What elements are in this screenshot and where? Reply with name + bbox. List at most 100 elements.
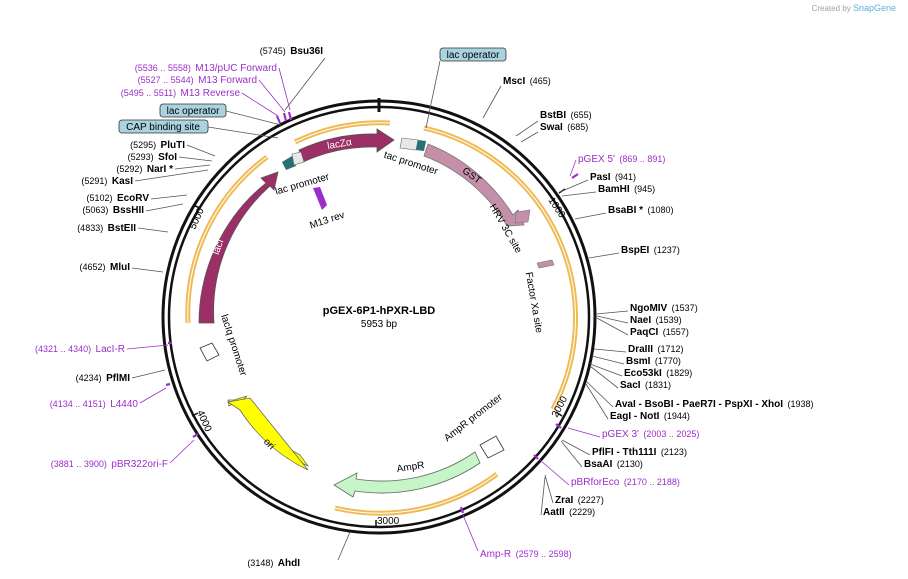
leader-nari (174, 164, 211, 170)
primer-pgex-3[interactable]: pGEX 3' (2003 .. 2025) (602, 424, 699, 441)
site-name: BsaBI * (608, 205, 643, 216)
laci-label: lacI (211, 238, 227, 256)
site-name: NgoMIV (630, 303, 668, 314)
site-position: (5536 .. 5558) (135, 63, 191, 73)
lac-operator-box-left[interactable]: lac operator (159, 103, 227, 118)
site-name: AatII (543, 507, 565, 518)
site-position: (1829) (666, 368, 692, 378)
leader-sfoi (178, 156, 213, 162)
site-position: (3148) (247, 558, 273, 568)
leader-bamhi (561, 191, 597, 197)
ampr-feature[interactable] (333, 451, 481, 498)
primer-pgex-5[interactable]: pGEX 5' (869 .. 891) (578, 149, 665, 166)
primer-m13-puc-forward[interactable]: (5536 .. 5558) M13/pUC Forward (135, 58, 277, 75)
site-bsu36i[interactable]: (5745) Bsu36I (260, 41, 323, 58)
leader-amp-r (462, 514, 479, 552)
site-bstbi[interactable]: BstBI (655) (540, 105, 592, 122)
site-name: M13 Forward (198, 75, 257, 86)
primer-pbrforeco[interactable]: pBRforEco (2170 .. 2188) (571, 472, 680, 489)
laci-feature[interactable] (198, 171, 279, 324)
site-bspei[interactable]: BspEI (1237) (621, 240, 680, 257)
lacz-feature[interactable] (298, 128, 395, 163)
site-name: EagI - NotI (610, 411, 660, 422)
site-paqci[interactable]: PaqCI (1557) (630, 322, 689, 339)
leader-l4440 (139, 387, 167, 404)
site-draiii[interactable]: DraIII (1712) (628, 339, 683, 356)
site-ahdi[interactable]: (3148) AhdI (247, 553, 300, 570)
leader-draiii (593, 348, 627, 353)
site-eco53ki[interactable]: Eco53kI (1829) (624, 363, 692, 380)
site-position: (5527 .. 5544) (138, 75, 194, 85)
site-sfoi[interactable]: (5293) SfoI (128, 147, 178, 164)
site-aatii[interactable]: AatII (2229) (543, 502, 595, 519)
site-ngomiv[interactable]: NgoMIV (1537) (630, 298, 698, 315)
site-pflfi-tth111i[interactable]: PflFI - Tth111I (2123) (592, 442, 687, 459)
primer-amp-r[interactable]: Amp-R (2579 .. 2598) (480, 544, 572, 561)
leader-zrai (544, 474, 554, 504)
cap-binding-site-label: CAP binding site (126, 122, 200, 133)
site-name: SacI (620, 380, 641, 391)
site-position: (2579 .. 2598) (516, 549, 572, 559)
site-saci[interactable]: SacI (1831) (620, 375, 671, 392)
site-name: M13/pUC Forward (195, 63, 277, 74)
site-eagi-noti[interactable]: EagI - NotI (1944) (610, 406, 690, 423)
site-bsaai[interactable]: BsaAI (2130) (584, 454, 643, 471)
site-position: (5063) (82, 205, 108, 215)
leader-m13-forward (258, 79, 286, 113)
site-position: (5292) (116, 164, 142, 174)
primer-laci-r[interactable]: (4321 .. 4340) LacI-R (35, 339, 125, 356)
site-kasi[interactable]: (5291) KasI (81, 171, 133, 188)
gst-feature[interactable] (423, 143, 525, 227)
site-position: (1539) (656, 315, 682, 325)
site-position: (5291) (81, 176, 107, 186)
site-swai[interactable]: SwaI (685) (540, 117, 588, 134)
site-bsabi[interactable]: BsaBI * (1080) (608, 200, 673, 217)
site-name: SwaI (540, 122, 563, 133)
site-name: BstBI (540, 110, 566, 121)
site-position: (869 .. 891) (619, 154, 665, 164)
tick-3000: 3000 (377, 516, 400, 527)
site-name: AvaI - BsoBI - PaeR7I - PspXI - XhoI (615, 399, 783, 410)
site-position: (685) (567, 122, 588, 132)
primer-m13-reverse[interactable]: (5495 .. 5511) M13 Reverse (121, 83, 241, 100)
site-name: MluI (110, 262, 130, 273)
leader-pbr322ori-f (169, 439, 195, 464)
site-pluti[interactable]: (5295) PluTI (130, 135, 185, 152)
primer-pbr322ori-f[interactable]: (3881 .. 3900) pBR322ori-F (51, 454, 168, 471)
site-msci[interactable]: MscI (465) (503, 71, 551, 88)
tick-2000: 2000 (550, 394, 570, 419)
backbone-inner (167, 105, 591, 529)
site-name: BssHII (113, 205, 144, 216)
site-bsteii[interactable]: (4833) BstEII (77, 218, 136, 235)
site-name: Bsu36I (290, 46, 323, 57)
primer-m13-forward[interactable]: (5527 .. 5544) M13 Forward (138, 70, 257, 87)
site-mlui[interactable]: (4652) MluI (80, 257, 131, 274)
m13-rev-marker (313, 187, 327, 210)
leader-pbrforeco (539, 459, 570, 486)
site-bamhi[interactable]: BamHI (945) (598, 179, 655, 196)
lac-operator-label: lac operator (447, 50, 500, 61)
site-zrai[interactable]: ZraI (2227) (555, 490, 604, 507)
leader-m13-reverse (241, 92, 279, 117)
leader-bspei (588, 252, 620, 259)
lac-promoter-marker (282, 156, 296, 170)
leader-naei (596, 315, 629, 324)
lacz-label: lacZα (326, 137, 352, 152)
site-name: BspEI (621, 245, 650, 256)
site-name: PflFI - Tth111I (592, 447, 657, 458)
site-position: (1237) (654, 245, 680, 255)
leader-m13-puc-forward (278, 67, 291, 111)
site-naei[interactable]: NaeI (1539) (630, 310, 682, 327)
lac-operator-box-top[interactable]: lac operator (439, 47, 507, 62)
site-nari[interactable]: (5292) NarI * (116, 159, 173, 176)
site-ecorv[interactable]: (5102) EcoRV (86, 188, 149, 205)
site-avai-bsobi-paer7i-pspxi-xhoi[interactable]: AvaI - BsoBI - PaeR7I - PspXI - XhoI (19… (615, 394, 813, 411)
site-pasi[interactable]: PasI (941) (590, 167, 636, 184)
leader-pluti (186, 144, 216, 157)
site-bsshii[interactable]: (5063) BssHII (82, 200, 144, 217)
cap-binding-site-box[interactable]: CAP binding site (118, 119, 209, 134)
site-bsmi[interactable]: BsmI (1770) (626, 351, 681, 368)
site-pflmi[interactable]: (4234) PflMI (76, 368, 131, 385)
primer-l4440[interactable]: (4134 .. 4151) L4440 (50, 394, 139, 411)
